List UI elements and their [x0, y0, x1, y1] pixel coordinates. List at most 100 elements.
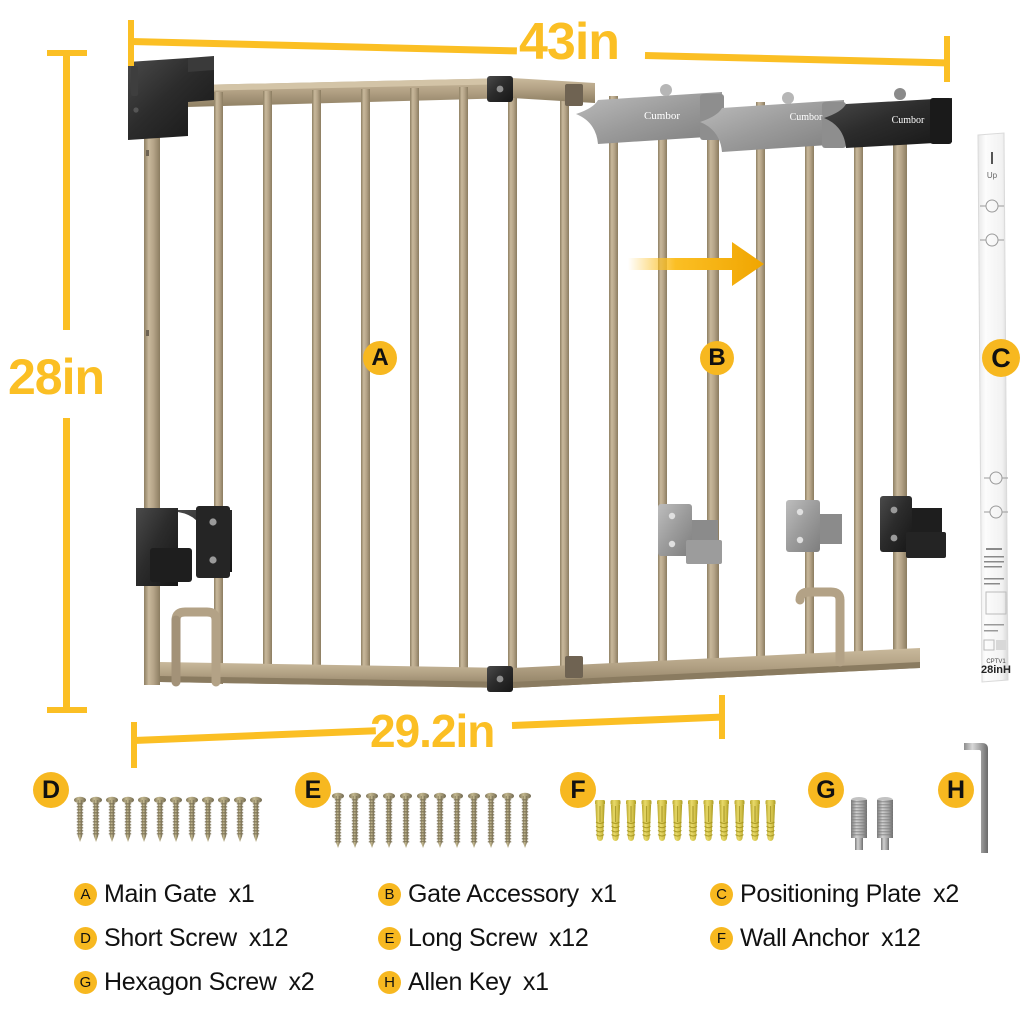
- svg-text:Up: Up: [987, 171, 998, 180]
- legend-badge-c: C: [710, 883, 733, 906]
- diagram-marker-b: B: [700, 341, 734, 375]
- legend-name-f: Wall Anchor: [740, 924, 870, 952]
- dimension-label-height: 28in: [8, 349, 105, 405]
- wall-anchor-icon: [703, 800, 714, 841]
- gray-mount-bracket-2: [786, 500, 842, 552]
- legend-qty-a: x1: [228, 880, 255, 908]
- top-left-bracket: [128, 56, 214, 140]
- legend-row-1: A Main Gate x1 B Gate Accessory x1 C Pos…: [0, 880, 1024, 924]
- part-marker-f: F: [560, 772, 596, 808]
- legend-name-e: Long Screw: [408, 924, 538, 952]
- screw-icon: [186, 796, 198, 842]
- screw-icon: [434, 792, 446, 848]
- svg-text:Cumbor: Cumbor: [644, 110, 680, 122]
- screw-icon: [417, 792, 429, 848]
- legend-item-h: H Allen Key x1: [378, 968, 549, 997]
- legend-qty-h: x1: [522, 968, 549, 996]
- legend-badge-f: F: [710, 927, 733, 950]
- screw-icon: [122, 796, 134, 842]
- screw-icon: [234, 796, 246, 842]
- long-screws-svg: [332, 792, 531, 848]
- svg-text:CPTV1: CPTV1: [986, 659, 1006, 665]
- wall-anchor-icon: [750, 800, 760, 841]
- screw-icon: [154, 796, 166, 842]
- short-screw-group: [72, 795, 272, 855]
- screw-icon: [349, 792, 361, 848]
- wall-anchor-icon: [595, 800, 605, 841]
- screw-icon: [138, 796, 150, 842]
- cumbor-cap-black: Cumbor: [824, 88, 952, 148]
- allen-key-group: [958, 737, 998, 857]
- legend-name-b: Gate Accessory: [408, 880, 579, 908]
- part-marker-g: G: [808, 772, 844, 808]
- legend-item-a: A Main Gate x1: [74, 880, 255, 909]
- legend-qty-g: x2: [288, 968, 315, 996]
- wall-anchor-icon: [765, 800, 776, 841]
- legend-item-c: C Positioning Plate x2: [710, 880, 959, 909]
- dimension-cap-bottom-right: [719, 695, 725, 739]
- hexagon-screw-icon: [851, 797, 867, 850]
- gray-mount-bracket-1: [658, 504, 722, 564]
- extension-arrow-icon: [628, 242, 764, 286]
- dimension-label-width-top: 43in: [519, 13, 620, 71]
- part-marker-e: E: [295, 772, 331, 808]
- wall-anchor-icon: [610, 800, 621, 841]
- cumbor-cap-gray-1: Cumbor: [576, 84, 724, 144]
- legend-item-g: G Hexagon Screw x2: [74, 968, 315, 997]
- wall-anchor-icon: [641, 800, 652, 841]
- svg-text:Cumbor: Cumbor: [892, 115, 925, 126]
- legend-qty-f: x12: [881, 924, 921, 952]
- legend-badge-h: H: [378, 971, 401, 994]
- wall-anchors-svg: [595, 800, 776, 841]
- screw-icon: [74, 796, 86, 842]
- hex-screws-svg: [851, 797, 893, 850]
- screw-icon: [468, 792, 480, 848]
- gate-svg: Cumbor Cumbor Cumbor: [128, 56, 1011, 692]
- svg-text:Cumbor: Cumbor: [790, 112, 823, 123]
- legend-item-d: D Short Screw x12: [74, 924, 289, 953]
- screw-icon: [170, 796, 182, 842]
- legend-name-h: Allen Key: [408, 968, 511, 996]
- part-marker-h: H: [938, 772, 974, 808]
- dimension-line-height-bottom: [63, 418, 70, 713]
- screw-icon: [90, 796, 102, 842]
- dimension-label-width-bottom: 29.2in: [370, 705, 495, 757]
- legend-row-3: G Hexagon Screw x2 H Allen Key x1: [0, 968, 1024, 1012]
- legend-item-f: F Wall Anchor x12: [710, 924, 921, 953]
- diagram-marker-c: C: [982, 339, 1020, 377]
- screw-icon: [485, 792, 497, 848]
- legend-name-a: Main Gate: [104, 880, 217, 908]
- wall-anchor-icon: [672, 800, 683, 841]
- legend-qty-b: x1: [590, 880, 617, 908]
- dimension-cap-height-bottom: [47, 707, 87, 713]
- wall-anchor-icon: [657, 800, 667, 841]
- cumbor-cap-gray-2: Cumbor: [700, 92, 846, 152]
- gate-accessory-panel: [512, 78, 920, 688]
- wall-anchor-icon: [688, 800, 698, 841]
- dimension-cap-bottom-left: [131, 722, 137, 768]
- screw-icon: [502, 792, 514, 848]
- lower-left-hinge: [136, 506, 232, 586]
- screw-icon: [202, 796, 214, 842]
- legend-qty-d: x12: [248, 924, 289, 952]
- legend-item-e: E Long Screw x12: [378, 924, 589, 953]
- long-screw-group: [330, 791, 540, 859]
- allen-key-icon: [964, 743, 988, 853]
- part-marker-d: D: [33, 772, 69, 808]
- parts-legend: A Main Gate x1 B Gate Accessory x1 C Pos…: [0, 880, 1024, 1012]
- black-mount-bracket-right: [880, 496, 946, 558]
- wall-anchor-icon: [719, 800, 729, 841]
- legend-badge-g: G: [74, 971, 97, 994]
- legend-row-2: D Short Screw x12 E Long Screw x12 F Wal…: [0, 924, 1024, 968]
- main-gate-panel: [144, 78, 517, 688]
- screw-icon: [519, 792, 531, 848]
- wall-anchor-icon: [626, 800, 636, 841]
- screw-icon: [250, 796, 262, 842]
- short-screws-svg: [74, 796, 262, 842]
- screw-icon: [366, 792, 378, 848]
- legend-name-c: Positioning Plate: [740, 880, 922, 908]
- dimension-cap-top-right: [944, 36, 950, 82]
- wall-anchor-group: [592, 796, 792, 856]
- screw-icon: [218, 796, 230, 842]
- diagram-marker-a: A: [363, 341, 397, 375]
